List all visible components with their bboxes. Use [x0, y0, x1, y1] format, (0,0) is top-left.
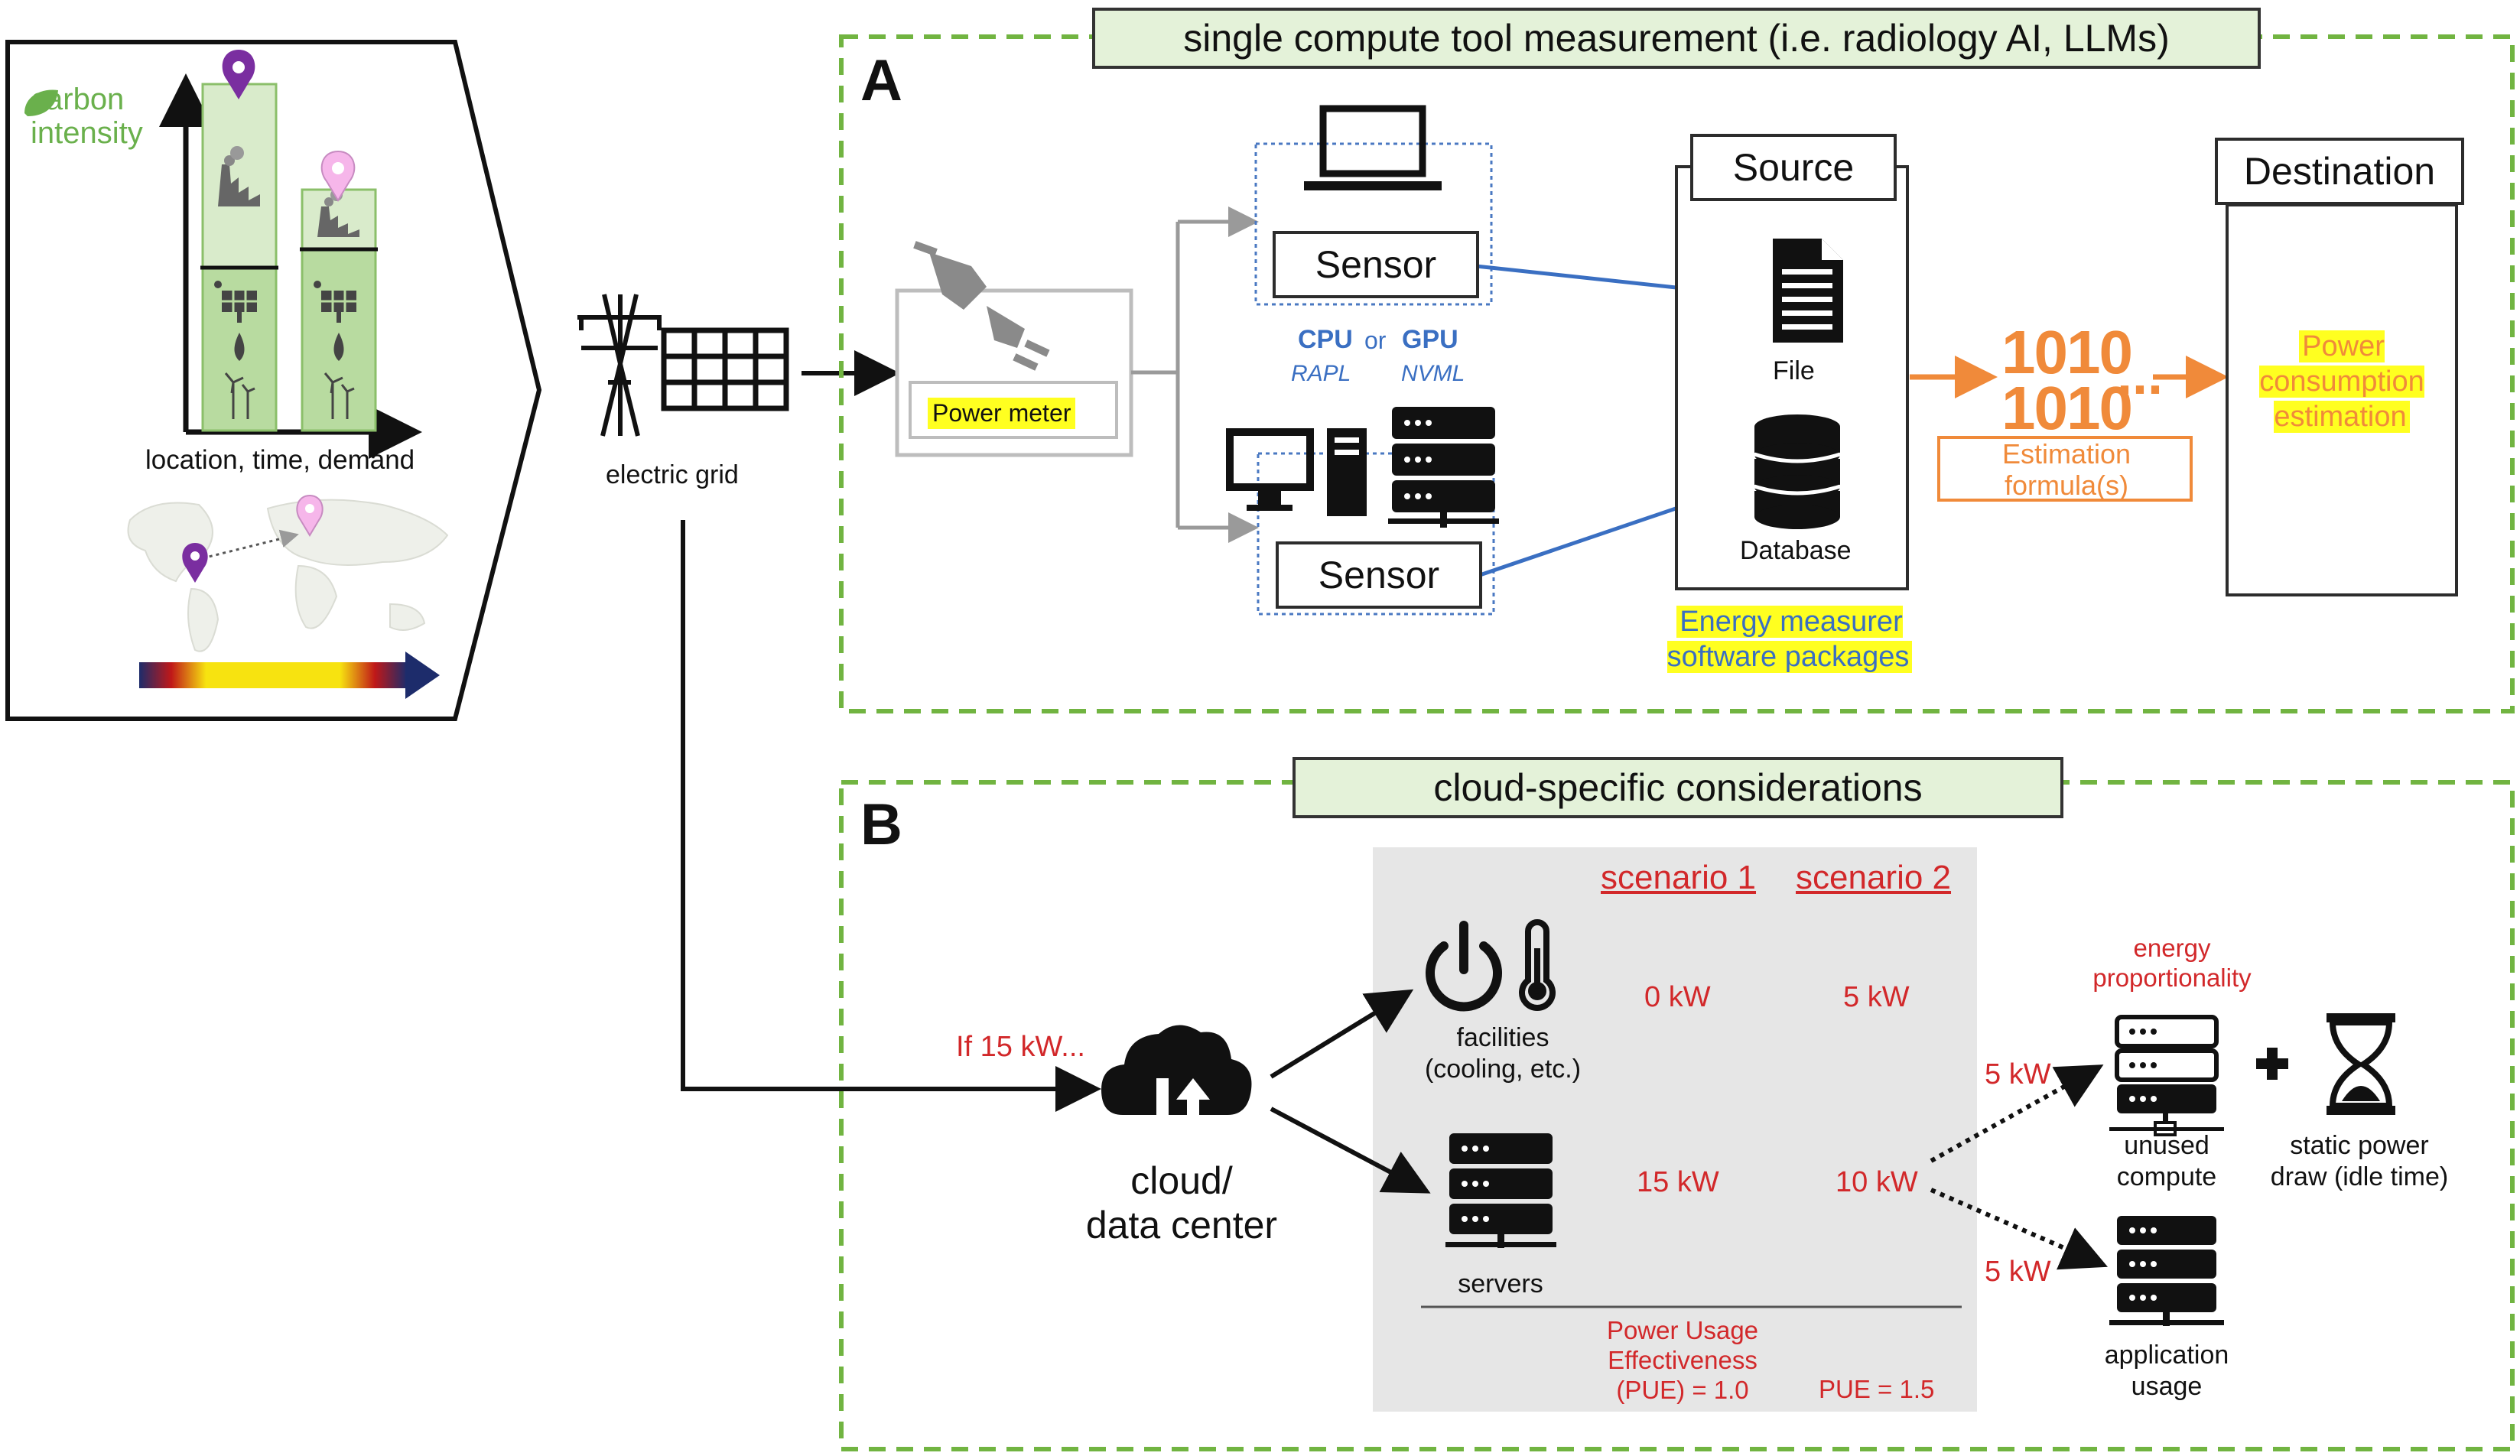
if-15kw-label: If 15 kW...	[956, 1031, 1085, 1063]
cloud-icon	[1101, 1025, 1252, 1138]
pue-scenario-2-label: PUE = 1.5	[1819, 1375, 1935, 1403]
file-label: File	[1773, 356, 1815, 385]
binary-top: 1010	[2001, 318, 2133, 386]
application-server-icon	[2109, 1216, 2224, 1326]
database-label: Database	[1740, 536, 1852, 565]
bar-1-top	[201, 83, 278, 269]
facilities-scenario-2-value: 5 kW	[1843, 981, 1910, 1013]
hourglass-icon	[2327, 1013, 2395, 1115]
power-icon	[1426, 921, 1502, 1012]
file-icon	[1773, 239, 1843, 343]
electric-grid-label: electric grid	[606, 460, 739, 489]
gpu-label: GPU	[1402, 325, 1458, 354]
server-rack-icon-a	[1388, 407, 1499, 528]
thermometer-icon	[1519, 919, 1556, 1011]
factory-icon-1	[218, 146, 260, 206]
panel-a-title: single compute tool measurement (i.e. ra…	[1092, 8, 2261, 69]
migration-arrow	[202, 529, 299, 560]
database-icon	[1754, 414, 1841, 529]
plus-icon	[2256, 1048, 2288, 1080]
rapl-label: RAPL	[1291, 361, 1351, 386]
split-to-unused-arrow	[1930, 1064, 2104, 1163]
nvml-label: NVML	[1401, 361, 1465, 386]
carbon-intensity-label: carbon intensity	[31, 83, 143, 150]
panel-b-letter: B	[860, 792, 902, 857]
solar-icon-2	[314, 281, 356, 323]
facilities-label: facilities (cooling, etc.)	[1424, 1023, 1582, 1084]
application-usage-label: application usage	[2104, 1341, 2229, 1401]
grid-to-cloud-arrow	[681, 520, 1101, 1112]
wind-turbine-icon-2	[324, 372, 355, 419]
power-meter-label: Power meter	[928, 398, 1076, 429]
transmission-tower-icon	[577, 294, 662, 437]
static-power-label: static power draw (idle time)	[2270, 1131, 2449, 1191]
unused-compute-label: unused compute	[2116, 1131, 2217, 1191]
sensor-top-label: Sensor	[1273, 231, 1479, 298]
cloud-to-facilities-arrow	[1270, 989, 1414, 1079]
split-bottom-value: 5 kW	[1985, 1256, 2051, 1288]
source-label: Source	[1690, 134, 1897, 201]
pue-scenario-1-label: Power Usage Effectiveness (PUE) = 1.0	[1606, 1316, 1759, 1404]
location-pin-purple-icon	[222, 50, 255, 99]
destination-box	[2226, 203, 2458, 596]
panel-a-letter: A	[860, 48, 902, 113]
cpu-label: CPU	[1298, 325, 1353, 354]
laptop-group-frame	[1254, 142, 1493, 306]
estimation-formula-label: Estimation formula(s)	[2001, 438, 2131, 501]
location-pin-purple-map-icon	[182, 543, 208, 583]
sensor-bottom-label: Sensor	[1276, 541, 1482, 609]
estimation-formula-box	[1937, 436, 2193, 502]
wind-turbine-icon-1	[224, 372, 255, 419]
desktop-computer-icon	[1226, 428, 1367, 516]
leaf-icon	[24, 89, 58, 116]
x-axis-label: location, time, demand	[145, 445, 415, 475]
software-packages-label: Energy measurer software packages	[1644, 604, 1935, 674]
panel-b-title: cloud-specific considerations	[1293, 757, 2063, 818]
power-consumption-label: Power consumption estimation	[2259, 330, 2424, 433]
servers-scenario-1-value: 15 kW	[1637, 1166, 1719, 1198]
binary-dots: ...	[2117, 345, 2164, 406]
servers-scenario-2-value: 10 kW	[1836, 1166, 1918, 1198]
time-heat-bar-arrowhead	[405, 652, 440, 699]
plug-icon	[913, 241, 1050, 371]
servers-group-frame	[1257, 452, 1495, 616]
grid-panel-icon	[661, 327, 789, 411]
laptop-icon	[1304, 105, 1442, 190]
scenario-2-heading: scenario 2	[1796, 859, 1952, 896]
time-heat-bar	[139, 662, 407, 688]
scenario-1-heading: scenario 1	[1601, 859, 1757, 896]
binary-bottom: 1010	[2001, 374, 2133, 442]
or-label: or	[1364, 327, 1387, 354]
solar-icon-1	[214, 281, 257, 323]
location-pin-pink-map-icon	[296, 494, 324, 537]
location-pin-pink-icon	[320, 150, 356, 202]
scenario-gray-area	[1373, 847, 1977, 1412]
server-rack-icon-b	[1445, 1133, 1556, 1248]
cloud-label: cloud/ data center	[1085, 1159, 1278, 1246]
water-drop-icon-2	[333, 333, 344, 361]
energy-proportionality-label: energy proportionality	[2092, 934, 2252, 992]
destination-label: Destination	[2215, 138, 2464, 205]
split-to-application-arrow	[1930, 1188, 2108, 1270]
unused-compute-server-icon	[2109, 1015, 2224, 1136]
cloud-to-servers-arrow	[1270, 1107, 1431, 1194]
water-drop-icon-1	[234, 333, 245, 361]
split-top-value: 5 kW	[1985, 1058, 2051, 1090]
facilities-scenario-1-value: 0 kW	[1644, 981, 1711, 1013]
servers-label: servers	[1458, 1269, 1543, 1298]
